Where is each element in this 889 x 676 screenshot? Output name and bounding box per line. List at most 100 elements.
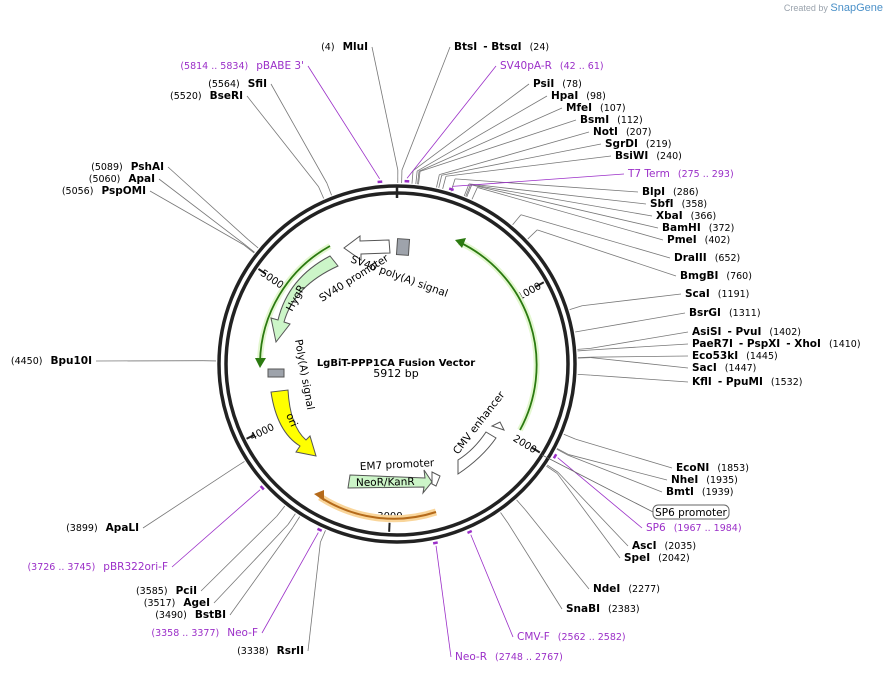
orf-arc-green-right-head [455, 238, 466, 248]
enzyme-site-kfli: KflI- PpuMI(1532) [692, 376, 802, 388]
cmv-small-arrow [490, 421, 505, 431]
sv40-polya-box [395, 238, 411, 256]
svg-text:MfeI(107): MfeI(107) [566, 102, 626, 114]
svg-text:(4)MluI: (4)MluI [321, 41, 368, 53]
svg-text:SpeI(2042): SpeI(2042) [624, 552, 690, 564]
tick-mark-4000 [246, 433, 256, 440]
feature-label-em7: EM7 promoter [360, 457, 436, 473]
enzyme-site-pmei: PmeI(402) [667, 234, 730, 246]
enzyme-site-sfii: (5564)SfiI [208, 78, 267, 90]
feature-label-neo: NeoR/KanR [356, 476, 415, 489]
enzyme-site-nhei: NheI(1935) [671, 474, 738, 486]
enzyme-site-saci: SacI(1447) [692, 362, 756, 374]
enzyme-site-pshai: (5089)PshAI [91, 161, 164, 173]
plasmid-name: LgBiT-PPP1CA Fusion Vector [317, 358, 475, 369]
svg-text:(3726 .. 3745)pBR322ori-F: (3726 .. 3745)pBR322ori-F [27, 561, 168, 573]
enzyme-site-paer7i: PaeR7I- PspXI- XhoI(1410) [692, 338, 861, 350]
svg-text:(4450)Bpu10I: (4450)Bpu10I [11, 355, 92, 367]
sv40-promoter-arrow [343, 235, 391, 261]
enzyme-site-ndei: NdeI(2277) [593, 583, 660, 595]
svg-text:SP6(1967 .. 1984): SP6(1967 .. 1984) [646, 522, 742, 534]
tick-mark-5000 [257, 268, 267, 275]
svg-text:BtsI- BtsαI(24): BtsI- BtsαI(24) [454, 41, 549, 53]
plasmid-size: 5912 bp [373, 367, 418, 380]
svg-text:BlpI(286): BlpI(286) [642, 186, 699, 198]
tick-mark-2000 [531, 446, 541, 454]
orf-arc-green-right-core [458, 241, 538, 431]
enzyme-site-asisi: AsiSI- PvuI(1402) [692, 326, 801, 338]
svg-text:EcoNI(1853): EcoNI(1853) [676, 462, 749, 474]
svg-text:(3490)BstBI: (3490)BstBI [155, 609, 226, 621]
svg-text:SgrDI(219): SgrDI(219) [605, 138, 671, 150]
orf-arcs [255, 238, 540, 523]
enzyme-site-agei: (3517)AgeI [144, 597, 210, 609]
snapgene-credit: Created by SnapGene [783, 2, 883, 14]
svg-text:PsiI(78): PsiI(78) [533, 78, 582, 90]
svg-text:AscI(2035): AscI(2035) [632, 540, 696, 552]
svg-text:KflI- PpuMI(1532): KflI- PpuMI(1532) [692, 376, 802, 388]
svg-text:(5520)BseRI: (5520)BseRI [170, 90, 243, 102]
enzyme-site-rsrii: (3338)RsrII [237, 645, 304, 657]
enzyme-site-econi: EcoNI(1853) [676, 462, 749, 474]
svg-text:BmgBI(760): BmgBI(760) [680, 270, 752, 282]
svg-text:(5089)PshAI: (5089)PshAI [91, 161, 164, 173]
svg-text:HpaI(98): HpaI(98) [551, 90, 606, 102]
feature-label-polya: Poly(A) signal [292, 338, 316, 410]
feature-shapes [267, 235, 505, 495]
svg-text:(3899)ApaLI: (3899)ApaLI [66, 522, 139, 534]
enzyme-site-apai: (5060)ApaI [89, 173, 155, 185]
snapgene-logo-text: SnapGene [830, 2, 883, 14]
svg-text:BsiWI(240): BsiWI(240) [615, 150, 682, 162]
primer-pbabe-3-: (5814 .. 5834)pBABE 3' [180, 60, 304, 72]
enzyme-site-bmti: BmtI(1939) [666, 486, 733, 498]
svg-text:PmeI(402): PmeI(402) [667, 234, 730, 246]
cmv-enhancer-arrow [457, 431, 497, 475]
tick-label-4000: 4000 [249, 422, 277, 443]
hygr-arrow [270, 255, 339, 344]
svg-text:BmtI(1939): BmtI(1939) [666, 486, 733, 498]
sp6-promoter-label: SP6 promoter [541, 454, 730, 520]
tick-label-2000: 2000 [511, 433, 538, 456]
primer-sv40pa-r: SV40pA-R(42 .. 61) [500, 60, 604, 72]
enzyme-site-bmgbi: BmgBI(760) [680, 270, 752, 282]
svg-text:CMV-F(2562 .. 2582): CMV-F(2562 .. 2582) [517, 631, 626, 643]
feature-label-ori: ori [283, 411, 299, 428]
ori-arrow [270, 389, 317, 457]
svg-text:SbfI(358): SbfI(358) [650, 198, 707, 210]
svg-text:NdeI(2277): NdeI(2277) [593, 583, 660, 595]
svg-text:ScaI(1191): ScaI(1191) [685, 288, 749, 300]
enzyme-site-sgrdi: SgrDI(219) [605, 138, 671, 150]
enzyme-site-asci: AscI(2035) [632, 540, 696, 552]
svg-text:SacI(1447): SacI(1447) [692, 362, 756, 374]
enzyme-site-scai: ScaI(1191) [685, 288, 749, 300]
svg-text:AsiSI- PvuI(1402): AsiSI- PvuI(1402) [692, 326, 801, 338]
enzyme-site-bamhi: BamHI(372) [662, 222, 734, 234]
svg-text:BamHI(372): BamHI(372) [662, 222, 734, 234]
enzyme-site-spei: SpeI(2042) [624, 552, 690, 564]
svg-text:NheI(1935): NheI(1935) [671, 474, 738, 486]
svg-text:(5060)ApaI: (5060)ApaI [89, 173, 155, 185]
svg-text:(3358 .. 3377)Neo-F: (3358 .. 3377)Neo-F [151, 627, 258, 639]
enzyme-site-pcii: (3585)PciI [136, 585, 197, 597]
neo-kanr-arrow [347, 469, 433, 495]
svg-text:DraIII(652): DraIII(652) [674, 252, 740, 264]
svg-text:(3585)PciI: (3585)PciI [136, 585, 197, 597]
enzyme-site-bsmi: BsmI(112) [580, 114, 643, 126]
em7-small-arrow [431, 471, 441, 487]
enzyme-site-mlui: (4)MluI [321, 41, 368, 53]
svg-text:(5564)SfiI: (5564)SfiI [208, 78, 267, 90]
enzyme-site-draiii: DraIII(652) [674, 252, 740, 264]
enzyme-site-snabi: SnaBI(2383) [566, 603, 640, 615]
enzyme-site-xbai: XbaI(366) [656, 210, 716, 222]
svg-text:Eco53kI(1445): Eco53kI(1445) [692, 350, 778, 362]
orf-arc-orange-core [319, 496, 437, 520]
svg-text:Neo-R(2748 .. 2767): Neo-R(2748 .. 2767) [455, 651, 563, 663]
enzyme-site-hpai: HpaI(98) [551, 90, 606, 102]
primer-neo-f: (3358 .. 3377)Neo-F [151, 627, 258, 639]
svg-text:XbaI(366): XbaI(366) [656, 210, 716, 222]
svg-text:BsmI(112): BsmI(112) [580, 114, 643, 126]
svg-text:(5814 .. 5834)pBABE 3': (5814 .. 5834)pBABE 3' [180, 60, 304, 72]
enzyme-site-eco53ki: Eco53kI(1445) [692, 350, 778, 362]
enzyme-site-pspomi: (5056)PspOMI [62, 185, 146, 197]
